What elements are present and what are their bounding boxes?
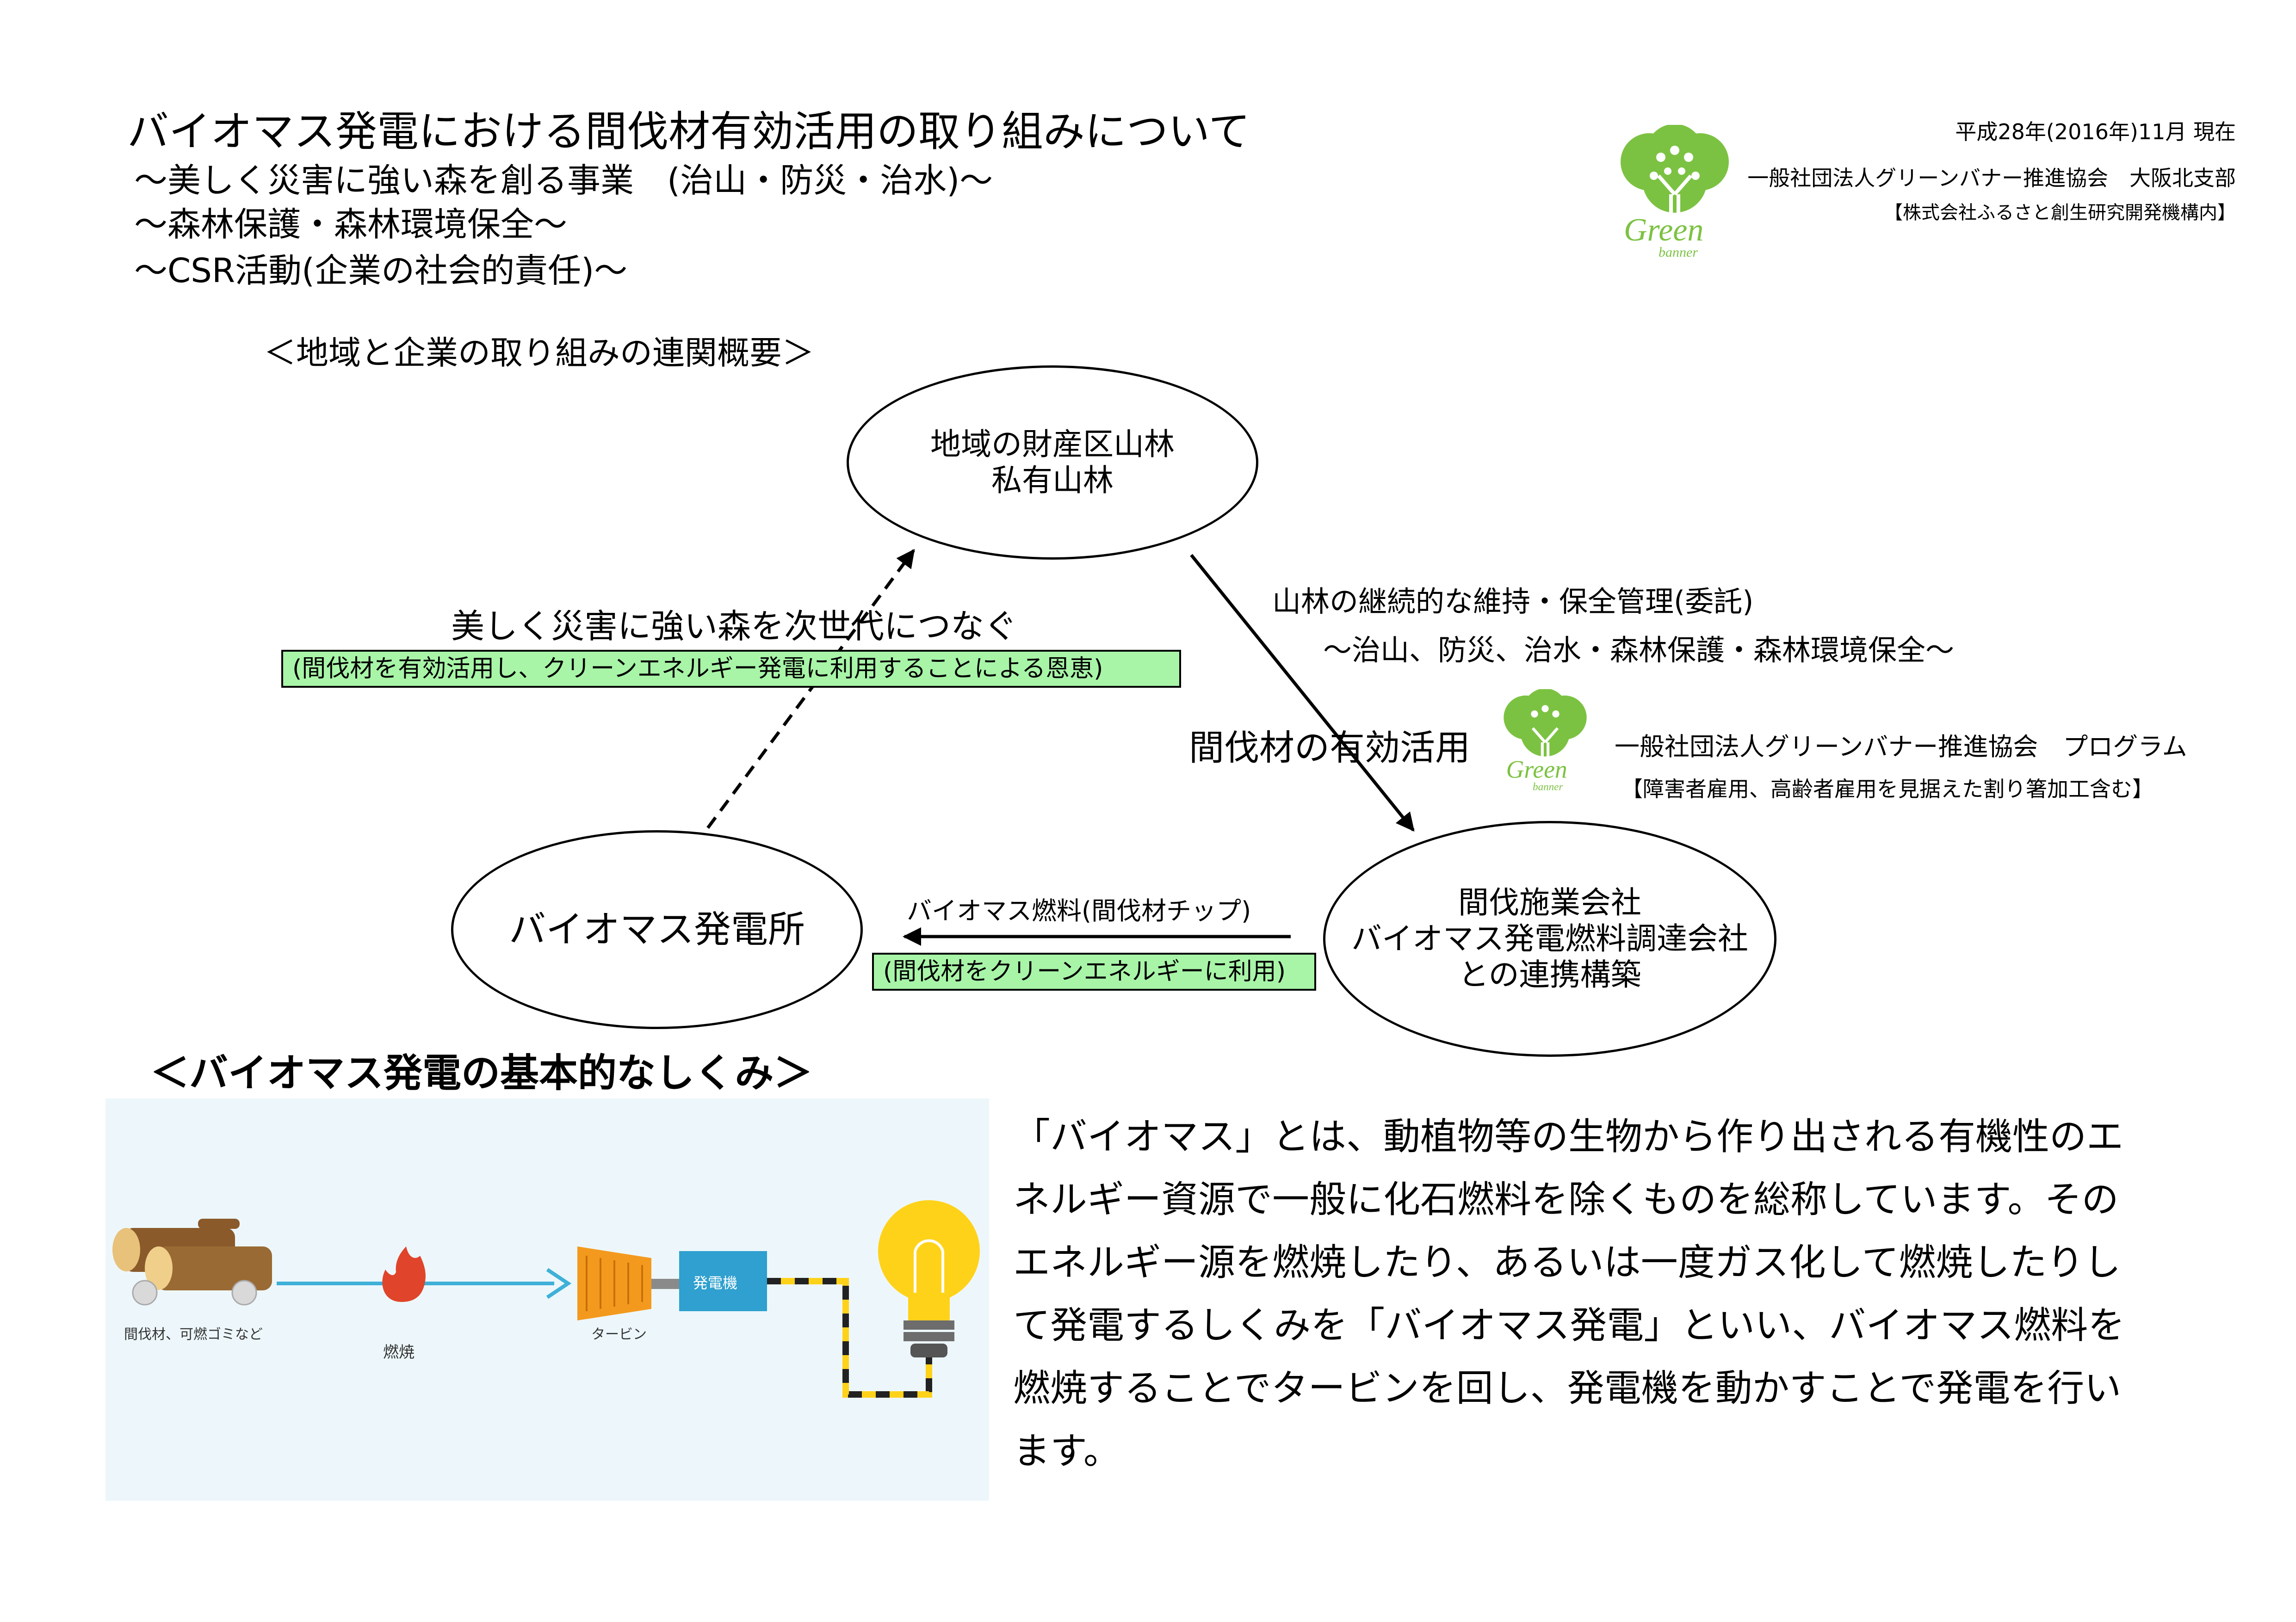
company-line-2: バイオマス発電燃料調達会社	[1351, 921, 1748, 956]
light-bulb-icon	[878, 1200, 980, 1357]
company-line-3: との連携構築	[1458, 957, 1641, 993]
maintenance-label: 山林の継続的な維持・保全管理(委託)	[1272, 585, 1754, 618]
subtitle-3: ～CSR活動(企業の社会的責任)～	[134, 251, 628, 290]
forest-line-2: 私有山林	[991, 463, 1114, 498]
company-line-1: 間伐施業会社	[1458, 885, 1641, 920]
dashed-arrow-to-forest	[706, 549, 915, 829]
generator-label: 発電機	[693, 1274, 737, 1292]
logo-sub: banner	[1659, 245, 1698, 260]
paragraph-line-5: 燃焼することでタービンを回し、発電機を動かすことで発電を行い	[1013, 1367, 2122, 1410]
biomass-illustration: 間伐材、可燃ゴミなど 燃焼 タービン 発電機	[105, 1098, 989, 1501]
paragraph-line-3: エネルギー源を燃焼したり、あるいは一度ガス化して燃焼したりし	[1013, 1241, 2121, 1284]
paragraph-line-1: 「バイオマス」とは、動植物等の生物から作り出される有機性のエ	[1013, 1115, 2123, 1158]
paragraph-line-4: て発電するしくみを「バイオマス発電」といい、バイオマス燃料を	[1013, 1304, 2125, 1347]
overview-heading: ＜地域と企業の取り組みの連関概要＞	[264, 334, 814, 372]
next-generation-label: 美しく災害に強い森を次世代につなぐ	[451, 607, 1018, 646]
company-node: 間伐施業会社 バイオマス発電燃料調達会社 との連携構築	[1323, 821, 1776, 1057]
biomass-explanation: 「バイオマス」とは、動植物等の生物から作り出される有機性のエ ネルギー資源で一般…	[1013, 1105, 2197, 1483]
org-name: 一般社団法人グリーンバナー推進協会 大阪北支部	[1747, 166, 2236, 191]
subtitle-2: ～森林保護・森林環境保全～	[134, 205, 568, 244]
flow-arrow-head	[546, 1268, 572, 1299]
garbage-icon	[132, 1280, 257, 1306]
paragraph-line-6: ます。	[1013, 1430, 1120, 1473]
fuel-caption: 間伐材、可燃ゴミなど	[124, 1326, 263, 1343]
logs-icon	[112, 1219, 272, 1290]
green-banner-small-logo: Green banner	[1499, 689, 1591, 796]
conservation-label: ～治山、防災、治水・森林保護・森林環境保全～	[1323, 633, 1955, 667]
paragraph-line-2: ネルギー資源で一般に化石燃料を除くものを総称しています。その	[1013, 1178, 2119, 1221]
forest-line-1: 地域の財産区山林	[930, 426, 1175, 462]
arrow-to-company	[1190, 554, 1415, 832]
fuel-label: バイオマス燃料(間伐材チップ)	[907, 896, 1251, 925]
mechanism-heading: ＜バイオマス発電の基本的なしくみ＞	[150, 1050, 813, 1096]
logo-word: Green	[1624, 212, 1703, 248]
green-banner-logo: Green banner	[1615, 125, 1735, 264]
forest-node: 地域の財産区山林 私有山林	[847, 365, 1258, 560]
small-logo-word: Green	[1506, 756, 1567, 783]
fuel-box: (間伐材をクリーンエネルギーに利用)	[872, 953, 1316, 991]
page-title: バイオマス発電における間伐材有効活用の取り組みについて	[127, 107, 1250, 156]
plant-node: バイオマス発電所	[451, 830, 863, 1029]
benefit-box: (間伐材を有効活用し、クリーンエネルギー発電に利用することによる恩恵)	[281, 650, 1181, 688]
program-note: 【障害者雇用、高齢者雇用を見据えた割り箸加工含む】	[1621, 777, 2154, 802]
org-note: 【株式会社ふるさと創生研究開発機構内】	[1884, 202, 2236, 223]
plant-label: バイオマス発電所	[509, 908, 805, 951]
flame-icon	[382, 1246, 426, 1302]
thinning-use-label: 間伐材の有効活用	[1189, 727, 1470, 768]
subtitle-1: ～美しく災害に強い森を創る事業 (治山・防災・治水)～	[134, 161, 993, 200]
combustion-label: 燃焼	[383, 1343, 415, 1362]
turbine-label: タービン	[591, 1326, 647, 1343]
generator-icon	[679, 1251, 767, 1311]
program-label: 一般社団法人グリーンバナー推進協会 プログラム	[1615, 732, 2187, 761]
date-label: 平成28年(2016年)11月 現在	[1955, 119, 2236, 144]
small-logo-sub: banner	[1533, 781, 1563, 793]
